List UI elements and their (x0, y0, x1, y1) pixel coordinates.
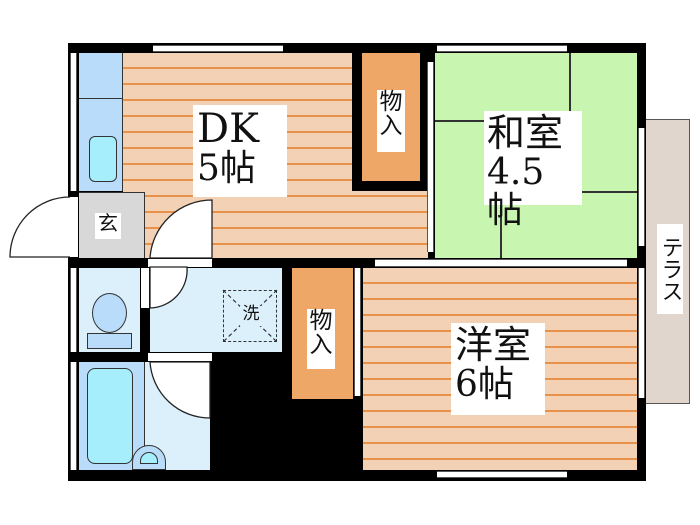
window-yoshitsu-right (638, 268, 645, 398)
room-yoshitsu-label: 洋室 6帖 (451, 323, 545, 415)
tatami-seam (500, 191, 502, 258)
window-dk (153, 45, 283, 52)
toilet-bowl-icon (92, 293, 127, 333)
washbasin-bowl-icon (140, 452, 158, 464)
closet-lower-label-top: 物 (309, 308, 333, 334)
washer-space (223, 290, 277, 342)
terrace-label: テラス (657, 224, 683, 314)
window-bath-left (70, 362, 77, 470)
washer-label: 洗 (240, 305, 262, 326)
tatami-seam (569, 53, 571, 121)
room-dk-label: DK 5帖 (193, 105, 287, 197)
room-washitsu-size: 4.5帖 (487, 151, 545, 231)
dk-door-opening (148, 259, 212, 267)
window-kitchen-left (70, 53, 77, 191)
window-washitsu-right (638, 128, 645, 246)
room-dk-name: DK (197, 106, 259, 152)
sliding-door-closet-lower (354, 268, 361, 396)
closet-upper-label-bottom: 入 (379, 113, 403, 140)
closet-lower-label: 物 入 (307, 309, 335, 369)
room-dk-size: 5帖 (197, 148, 256, 189)
toilet-door-opening (141, 268, 149, 308)
window-yoshitsu-bottom (437, 471, 567, 478)
entrance-door-opening (69, 197, 78, 257)
kitchen-sink (89, 136, 117, 182)
window-toilet-left (70, 268, 77, 352)
entrance-label: 玄 (95, 213, 121, 239)
closet-upper-label: 物 入 (377, 90, 405, 152)
room-yoshitsu-size: 6帖 (455, 363, 514, 405)
sliding-door-dk-washitsu (427, 62, 434, 252)
kitchen-counter (79, 53, 123, 99)
bathtub-icon (87, 368, 133, 464)
bath-door-opening (148, 353, 212, 361)
closet-upper-label-top: 物 (379, 89, 403, 115)
closet-lower-label-bottom: 入 (309, 332, 333, 359)
room-yoshitsu-name: 洋室 (455, 323, 532, 367)
toilet-tank-icon (87, 333, 132, 349)
room-washitsu-label: 和室 4.5帖 (484, 111, 582, 229)
sliding-door-washitsu-yoshitsu (375, 259, 627, 267)
room-washitsu-name: 和室 (487, 111, 564, 155)
window-washitsu-top (437, 45, 567, 52)
